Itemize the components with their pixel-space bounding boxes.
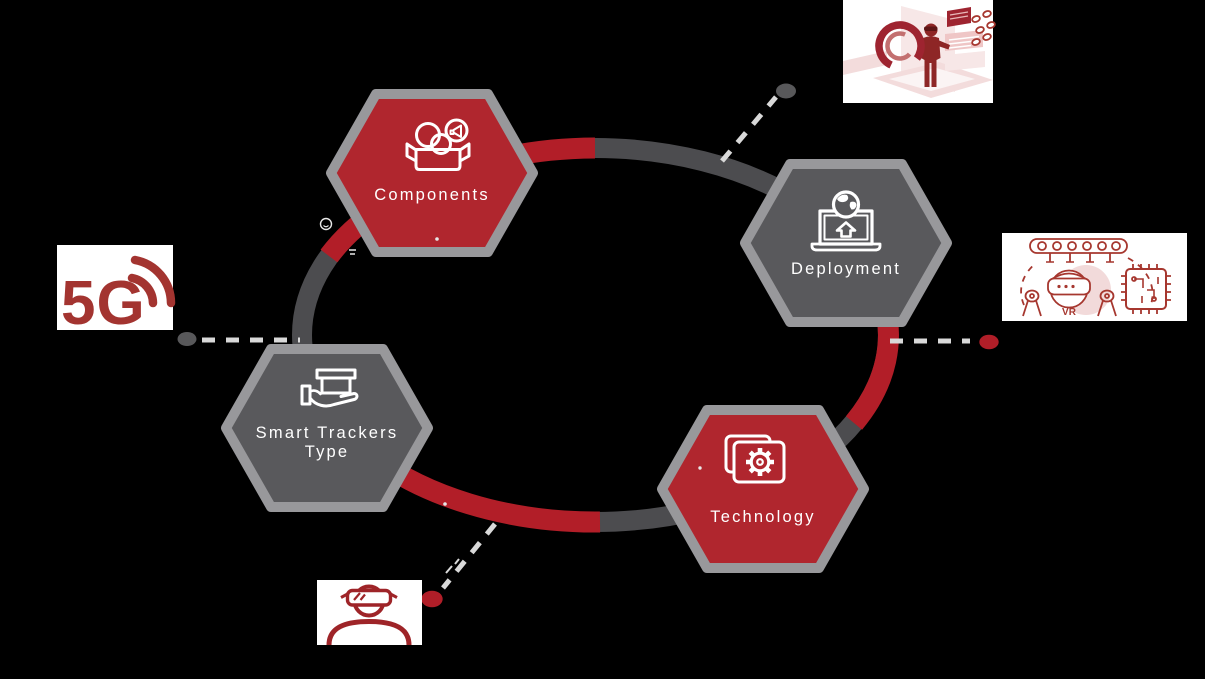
data-panel — [945, 30, 983, 51]
hand-holding-box-icon — [300, 368, 359, 408]
vr-technology-illustration: VR — [1002, 233, 1187, 321]
node-hexagon-smart-trackers-type — [221, 344, 433, 512]
ceiling-lights-icon — [1029, 238, 1128, 263]
connector-line-top-right — [720, 95, 778, 163]
wifi-arcs-icon — [127, 255, 176, 308]
dot-speck-1 — [435, 237, 439, 241]
screen-lines — [949, 11, 969, 20]
connector-line-bottom — [441, 522, 497, 590]
floating-bubbles — [971, 10, 996, 46]
connector-dot-gray-left — [177, 332, 197, 346]
node-label-deployment: Deployment — [790, 260, 902, 278]
slash-speck — [445, 558, 460, 574]
parts-box-megaphone-icon — [405, 118, 471, 171]
standing-person — [921, 23, 950, 87]
dash-speck — [349, 249, 356, 255]
smiley-speck — [319, 217, 333, 231]
ar-presentation-illustration — [843, 0, 996, 103]
vr-badge-label: VR — [1062, 307, 1077, 318]
smiley-mouth — [323, 225, 329, 228]
vr-goggles — [924, 26, 938, 31]
gear-cards-icon — [724, 434, 786, 484]
node-label-technology: Technology — [710, 508, 816, 526]
vr-controller-left-icon — [1022, 289, 1042, 317]
sparkle-decorations — [319, 217, 702, 574]
five-g-illustration: 5G — [57, 245, 176, 338]
vr-controller-right-icon — [1097, 289, 1117, 317]
connector-dot-red-bottom — [421, 590, 443, 608]
node-label-components: Components — [374, 186, 490, 204]
connector-dots — [177, 83, 999, 608]
microchip-icon — [1121, 264, 1171, 314]
dashed-orbit-left — [1020, 262, 1037, 306]
connectors — [202, 95, 970, 590]
dot-speck-2 — [698, 466, 702, 470]
connector-dot-gray-top-right — [776, 83, 796, 99]
vr-person-icon — [326, 584, 412, 646]
node-hexagon-deployment — [740, 159, 952, 327]
node-label-smart-trackers-type: Smart Trackers Type — [255, 424, 399, 461]
connector-dot-red-right — [979, 334, 999, 350]
vr-user-illustration — [317, 580, 422, 646]
node-hexagon-technology — [657, 405, 869, 573]
vr-headset-head-icon — [1047, 269, 1091, 309]
dot-speck-3 — [443, 502, 447, 506]
side-shelf — [843, 51, 887, 75]
dashed-orbit-right — [1127, 257, 1154, 308]
laptop-globe-upload-icon — [810, 190, 882, 252]
lower-panel — [945, 51, 985, 71]
node-hexagon-components — [326, 89, 538, 257]
